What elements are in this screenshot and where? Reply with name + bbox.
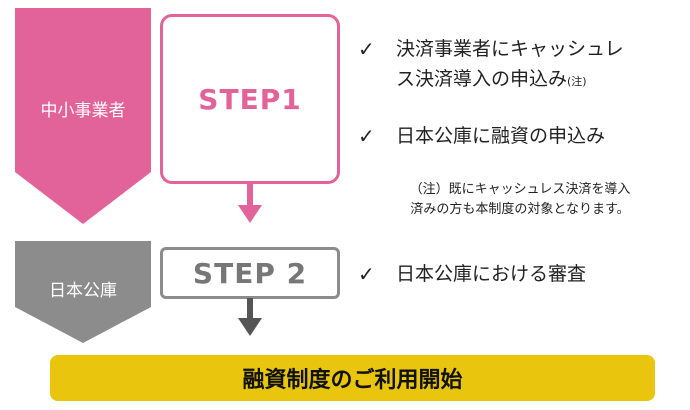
- item-text: 日本公庫における審査: [396, 263, 587, 285]
- item-text: ス決済導入の申込み: [396, 68, 568, 90]
- jfc-label: 日本公庫: [49, 281, 117, 301]
- sme-chevron: [15, 8, 151, 224]
- item-text: 日本公庫に融資の申込み: [396, 125, 606, 147]
- note-marker: (注): [567, 75, 587, 88]
- arrow-down-icon: [238, 183, 262, 223]
- step2-label: STEP 2: [192, 256, 308, 290]
- footnote: （注）既にキャッシュレス決済を導入 済みの方も本制度の対象となります。: [360, 180, 680, 220]
- arrow-down-icon: [238, 298, 262, 336]
- sme-label: 中小事業者: [40, 101, 126, 121]
- step1-box: STEP1: [160, 14, 340, 184]
- step2-item: ✓ 日本公庫における審査: [358, 259, 683, 289]
- step1-item: ✓ 決済事業者にキャッシュレ ス決済導入の申込み(注): [358, 34, 683, 97]
- check-icon: ✓: [358, 262, 375, 286]
- footnote-line: 済みの方も本制度の対象となります。: [410, 202, 630, 217]
- item-text: 決済事業者にキャッシュレ: [396, 38, 624, 60]
- step2-box: STEP 2: [160, 247, 340, 299]
- footnote-line: （注）既にキャッシュレス決済を導入: [409, 182, 631, 197]
- start-banner: 融資制度のご利用開始: [50, 355, 655, 401]
- check-icon: ✓: [358, 37, 375, 61]
- step1-item: ✓ 日本公庫に融資の申込み: [358, 121, 683, 151]
- banner-text: 融資制度のご利用開始: [242, 368, 463, 393]
- jfc-chevron: [15, 241, 151, 343]
- check-icon: ✓: [358, 124, 375, 148]
- step1-label: STEP1: [198, 82, 302, 116]
